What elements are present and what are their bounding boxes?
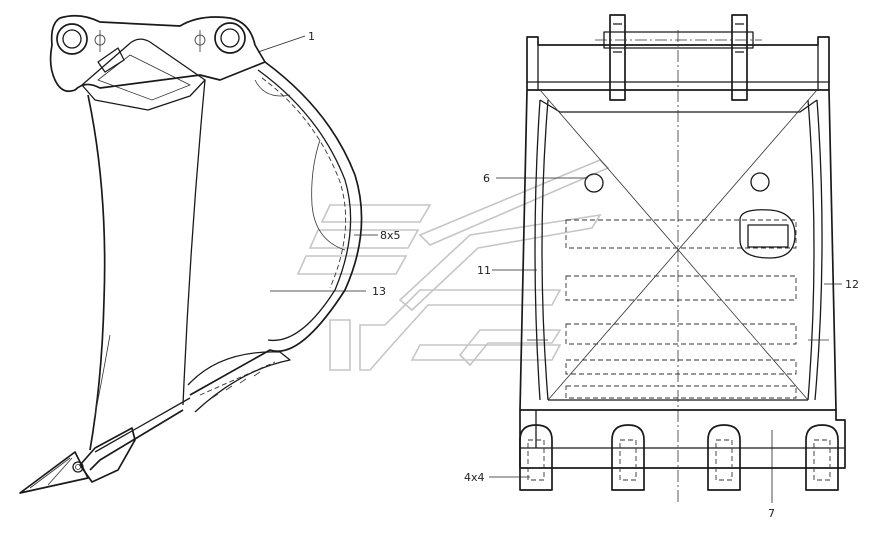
callout-label-6: 6 [483, 172, 490, 185]
callout-label-4x4: 4x4 [464, 471, 485, 484]
callout-12: 12 [824, 278, 859, 291]
callout-7: 7 [768, 430, 775, 520]
watermark-logo [296, 159, 610, 371]
callout-6: 6 [483, 172, 588, 185]
callout-8x5: 8x5 [354, 229, 401, 242]
callout-13: 13 [270, 285, 386, 298]
callout-11: 11 [477, 264, 537, 277]
bucket-front-view [519, 14, 846, 505]
callout-label-8x5: 8x5 [380, 229, 401, 242]
callout-label-12: 12 [845, 278, 859, 291]
callout-label-1: 1 [308, 30, 315, 43]
ripper-side-view [19, 14, 363, 494]
callout-label-11: 11 [477, 264, 491, 277]
callout-1: 1 [257, 30, 315, 53]
bucket-teeth [519, 424, 839, 491]
callout-4x4: 4x4 [464, 471, 530, 484]
callout-label-13: 13 [372, 285, 386, 298]
callout-label-7: 7 [768, 507, 775, 520]
